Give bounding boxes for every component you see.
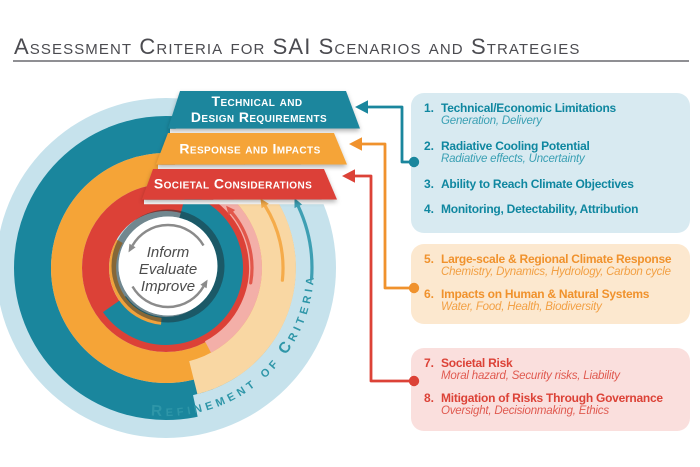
criterion-title: Monitoring, Detectability, Attribution (441, 202, 639, 216)
banner-response (156, 133, 347, 165)
panel-response-criteria: 5. Large-scale & Regional Climate Respon… (411, 244, 690, 324)
band-teal-inner (102, 193, 243, 345)
criterion-number: 7. (424, 356, 435, 370)
banner-societal (142, 169, 337, 200)
connector-arrowhead-orange-icon (349, 137, 362, 151)
criterion-subtitle: Moral hazard, Security risks, Liability (441, 370, 620, 382)
connector-line-orange (360, 142, 412, 290)
banner-technical-label-line1: Technical and (212, 93, 303, 109)
center-hub: Inform Evaluate Improve (111, 209, 225, 323)
flow-arrow-teal-icon (296, 204, 314, 280)
cycle-arrow-top-icon (131, 223, 205, 247)
center-label-improve: Improve (141, 278, 195, 295)
center-shadow-ring (111, 209, 225, 323)
banner-response-label: Response and Impacts (179, 141, 320, 157)
criterion-title: Societal Risk (441, 356, 513, 370)
criterion-item: 5. Large-scale & Regional Climate Respon… (424, 252, 684, 279)
cycle-arrow-bottom-icon (131, 285, 205, 309)
center-label-evaluate: Evaluate (139, 261, 197, 278)
cycle-arrowhead-top-icon (128, 243, 136, 253)
criterion-title: Technical/Economic Limitations (441, 101, 616, 115)
panel-societal-criteria: 7. Societal Risk Moral hazard, Security … (411, 348, 690, 431)
criterion-item: 4. Monitoring, Detectability, Attributio… (424, 202, 684, 216)
criterion-subtitle: Water, Food, Health, Biodiversity (441, 301, 602, 313)
connector-arrowhead-teal-icon (355, 100, 368, 114)
outer-lightblue-disc (0, 98, 336, 438)
band-red (82, 184, 250, 352)
center-circle (118, 216, 218, 316)
flow-arrows (226, 198, 314, 285)
banner-societal-label: Societal Considerations (154, 176, 312, 192)
connectors (342, 100, 420, 387)
criterion-number: 1. (424, 101, 435, 115)
criterion-number: 2. (424, 139, 435, 153)
criterion-title: Mitigation of Risks Through Governance (441, 391, 663, 405)
band-teal (14, 116, 318, 420)
criterion-subtitle: Generation, Delivery (441, 115, 542, 127)
band-tan-tail (174, 138, 296, 395)
connector-arrowhead-red-icon (342, 169, 355, 183)
criterion-subtitle: Radiative effects, Uncertainty (441, 153, 585, 165)
criterion-item: 2. Radiative Cooling Potential Radiative… (424, 139, 684, 166)
criterion-item: 1. Technical/Economic Limitations Genera… (424, 101, 684, 128)
criterion-subtitle: Oversight, Decisionmaking, Ethics (441, 405, 609, 417)
cycle-arrowhead-bottom-icon (200, 279, 208, 289)
flow-arrowhead-teal-icon (294, 198, 303, 209)
criterion-title: Large-scale & Regional Climate Response (441, 252, 672, 266)
criterion-number: 4. (424, 202, 435, 216)
refinement-spiral (0, 98, 358, 438)
refinement-curved-label: Refinement of Criteria (151, 273, 319, 421)
title-underline (13, 60, 689, 62)
flow-arrowhead-orange-icon (260, 198, 269, 209)
panel-technical-criteria: 1. Technical/Economic Limitations Genera… (411, 93, 690, 233)
criterion-number: 6. (424, 287, 435, 301)
band-orange (51, 153, 281, 383)
criterion-subtitle: Chemistry, Dynamics, Hydrology, Carbon c… (441, 266, 671, 278)
band-orange-inner-sliver (109, 239, 162, 325)
criterion-title: Ability to Reach Climate Objectives (441, 177, 634, 191)
criterion-number: 8. (424, 391, 435, 405)
connector-line-red (353, 174, 412, 383)
banner-technical-label-line2: Design Requirements (191, 109, 327, 125)
connector-line-teal (366, 105, 412, 164)
criterion-number: 3. (424, 177, 435, 191)
criterion-item: 3. Ability to Reach Climate Objectives (424, 177, 684, 191)
banners (142, 91, 360, 200)
flow-arrow-orange-icon (263, 204, 285, 282)
banner-technical (168, 91, 360, 129)
band-pink-tail (173, 172, 262, 353)
criterion-title: Impacts on Human & Natural Systems (441, 287, 650, 301)
criterion-item: 8. Mitigation of Risks Through Governanc… (424, 391, 684, 418)
criterion-title: Radiative Cooling Potential (441, 139, 590, 153)
flow-arrowhead-red-icon (226, 205, 236, 216)
band-lightblue-tail (174, 100, 334, 433)
center-label-inform: Inform (147, 244, 190, 261)
page-title: Assessment Criteria for SAI Scenarios an… (14, 34, 581, 59)
criterion-number: 5. (424, 252, 435, 266)
flow-arrow-red-icon (230, 211, 254, 285)
criterion-item: 7. Societal Risk Moral hazard, Security … (424, 356, 684, 383)
criterion-item: 6. Impacts on Human & Natural Systems Wa… (424, 287, 684, 314)
